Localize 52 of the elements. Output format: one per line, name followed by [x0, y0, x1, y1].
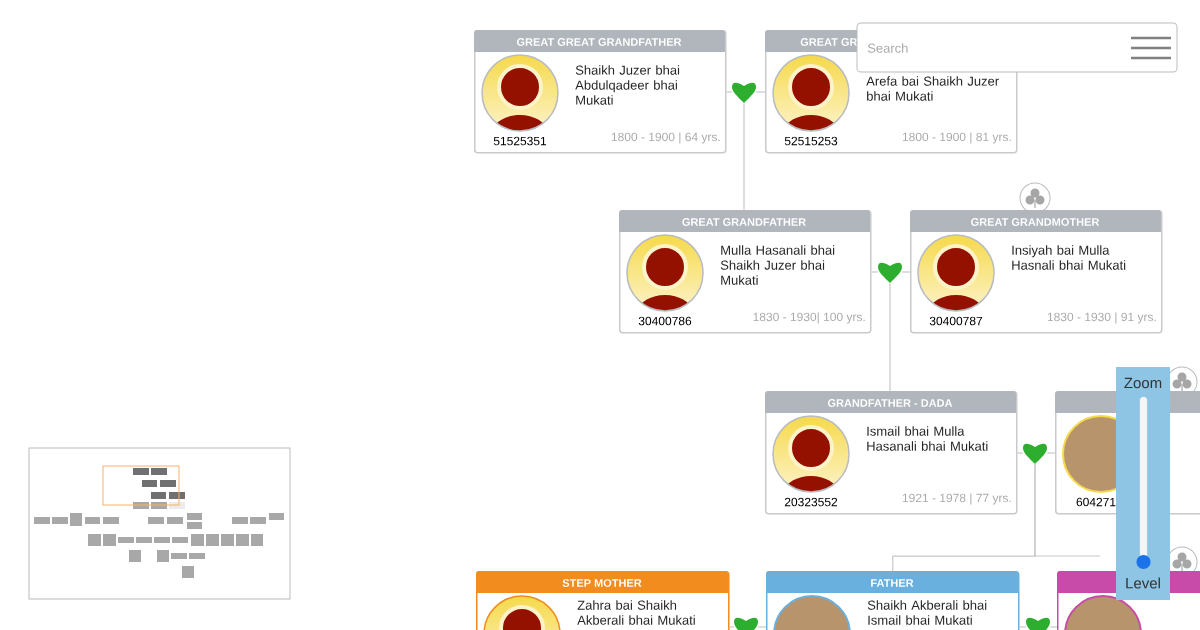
connector-line: [757, 626, 767, 628]
heart-icon: [732, 82, 756, 103]
card-header: FATHER: [766, 571, 1018, 593]
person-card: [910, 210, 1163, 334]
card-header: GREAT GRANDMOTHER: [910, 210, 1161, 232]
id-number: 52515253: [784, 136, 838, 146]
connector-line: [755, 91, 766, 93]
id-number: 20323552: [784, 497, 838, 507]
person-name: Ismail bhai Mulla Hasanali bhai Mukati: [867, 426, 988, 451]
connector-line: [1018, 626, 1027, 628]
label: Zoom: [1124, 377, 1162, 389]
card-header: STEP MOTHER: [476, 571, 728, 593]
person-name: Shaikh Juzer bhai Abdulqadeer bhai Mukati: [575, 65, 680, 105]
id-number: 604271: [1076, 497, 1116, 507]
life-dates: 1800 - 1900 | 81 yrs.: [902, 132, 1011, 144]
heart-icon: [734, 617, 758, 630]
life-dates: 1830 - 1930 | 91 yrs.: [1047, 312, 1156, 324]
heart-icon: [1026, 617, 1050, 630]
connector-line: [901, 271, 911, 273]
person-card: [474, 30, 727, 154]
person-name: Mulla Hasanali bhai Shaikh Juzer bhai Mukati: [720, 245, 835, 285]
connector-line: [870, 271, 879, 273]
person-name: Insiyah bai Mulla Hasnali bhai Mukati: [1012, 245, 1126, 270]
person-name: Shaikh Akberali bhai Ismail bhai Mukati: [867, 600, 987, 625]
connector-line: [1046, 452, 1056, 454]
heart-icon: [878, 262, 902, 283]
connector-line: [1034, 463, 1101, 557]
person-card: [765, 391, 1018, 515]
id-number: 51525351: [493, 136, 547, 146]
person-card: [476, 571, 730, 630]
person-name: Zahra bai Shaikh Akberali bhai Mukati: [577, 600, 695, 625]
label: Level: [1126, 577, 1160, 589]
life-dates: 1921 - 1978 | 77 yrs.: [902, 493, 1011, 505]
id-number: 30400786: [638, 316, 692, 326]
person-name: Arefa bai Shaikh Juzer bhai Mukati: [866, 76, 999, 101]
connector-line: [1016, 452, 1024, 454]
connector-line: [743, 102, 745, 211]
card-header: GRANDFATHER - DADA: [765, 391, 1016, 413]
connector-line: [889, 282, 891, 392]
connector-line: [725, 91, 733, 93]
life-dates: 1800 - 1900 | 64 yrs.: [611, 132, 720, 144]
life-dates: 1830 - 1930| 100 yrs.: [753, 312, 865, 324]
card-header: GREAT GREAT GRANDFATHER: [474, 30, 725, 52]
search-field: Search: [856, 22, 1178, 73]
id-number: 30400787: [929, 316, 983, 326]
connector-line: [728, 626, 735, 628]
card-header: GREAT GRANDFATHER: [619, 210, 870, 232]
person-card: [766, 571, 1020, 630]
zoom-slider: Zoom Level: [1116, 367, 1170, 600]
heart-icon: [1023, 443, 1047, 464]
connector-line: [1049, 626, 1058, 628]
person-card: [619, 210, 872, 334]
